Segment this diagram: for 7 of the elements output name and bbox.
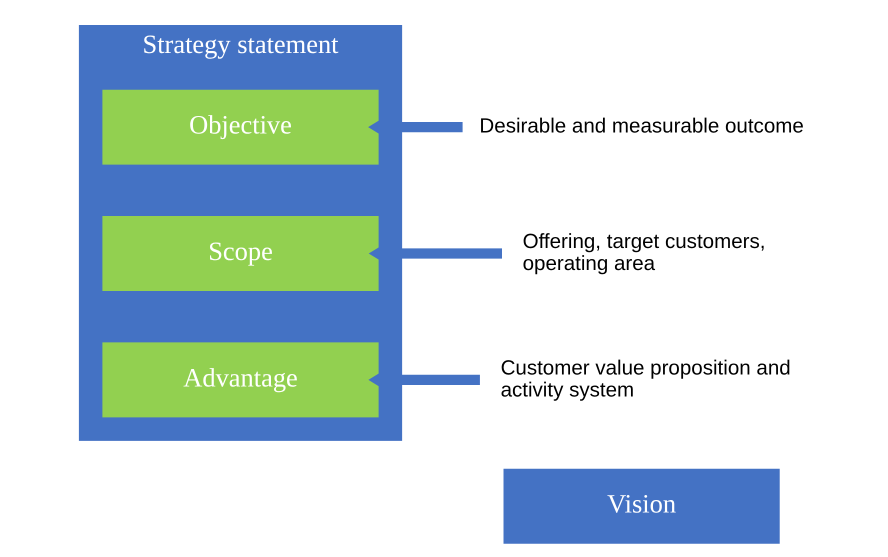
node-box: Vision xyxy=(504,468,780,544)
node-box: Objective xyxy=(102,90,379,165)
node-text: Desirable and measurable outcome xyxy=(479,114,804,138)
node-text: Offering, target customers, operating area xyxy=(522,230,766,275)
node-box: Advantage xyxy=(102,342,379,418)
node-text: Customer value proposition and activity system xyxy=(500,356,791,402)
node-box: Scope xyxy=(102,216,379,291)
